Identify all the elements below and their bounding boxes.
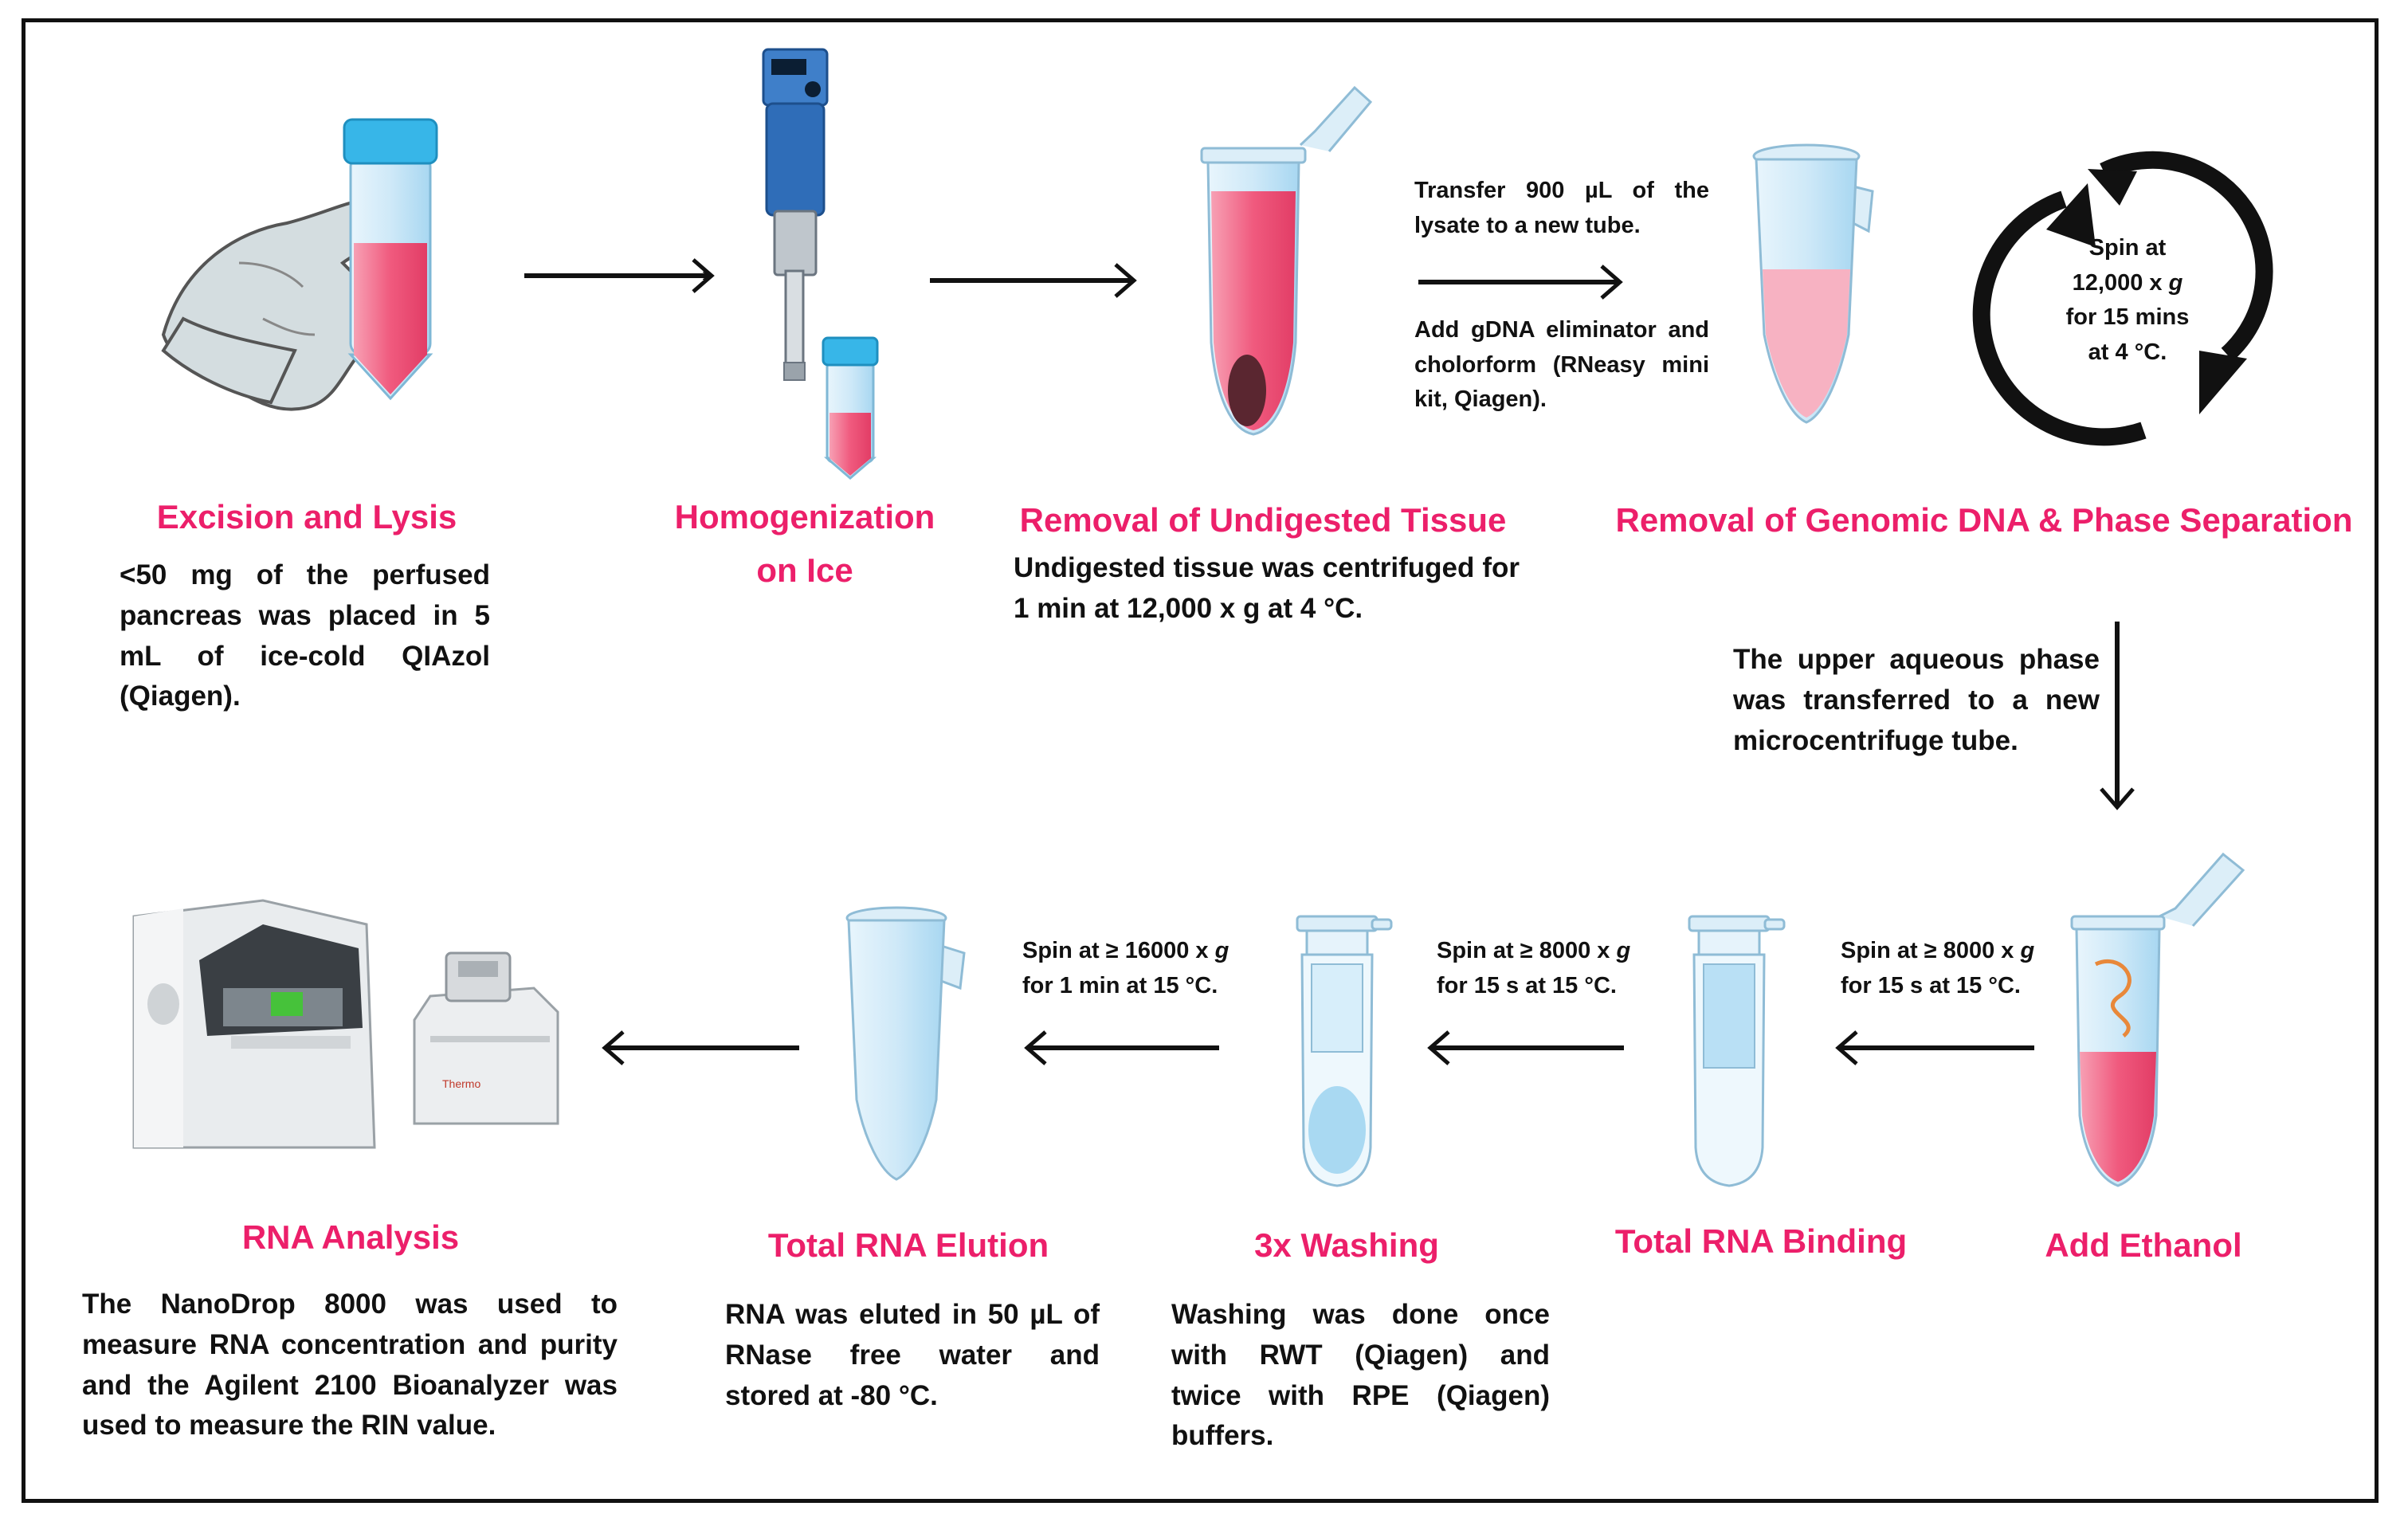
arrowhead-b2: [1427, 1030, 1450, 1065]
spin-main-line-2: 12,000 x g: [2040, 266, 2215, 301]
arrowhead-b4: [602, 1030, 625, 1065]
spin-washing-g: g: [1616, 938, 1631, 963]
spin-washing-line-1: Spin at ≥ 8000 x g: [1437, 934, 1660, 969]
spin-washing-line-2: for 15 s at 15 °C.: [1437, 972, 1617, 998]
arrowhead-b3: [1024, 1030, 1047, 1065]
desc-analysis: The NanoDrop 8000 was used to measure RN…: [82, 1289, 618, 1442]
bioanalyzer-icon: [132, 899, 376, 1149]
spin-cycle-icon: [1972, 151, 2273, 446]
spin-washing-speed: Spin at ≥ 8000 x: [1437, 938, 1617, 963]
spin-elution-g: g: [1214, 938, 1229, 963]
spin-main-line-1: Spin at: [2088, 235, 2167, 261]
spin-main-speed: 12,000 x: [2072, 269, 2169, 296]
spin-elution-note: Spin at ≥ 16000 x g for 1 min at 15 °C.: [1022, 934, 1261, 1003]
spin-binding-line-1: Spin at ≥ 8000 x g: [1841, 934, 2064, 969]
spin-main-note: Spin at 12,000 x g for 15 mins at 4 °C.: [2040, 231, 2215, 370]
spin-column-binding-icon: [1688, 915, 1786, 1187]
spin-main-g: g: [2168, 269, 2183, 296]
spin-binding-note: Spin at ≥ 8000 x g for 15 s at 15 °C.: [1841, 934, 2064, 1003]
falcon-tube-icon: [343, 118, 438, 401]
spin-binding-line-2: for 15 s at 15 °C.: [1841, 972, 2021, 998]
title-homogenization-line-1: Homogenization: [674, 498, 935, 535]
title-ethanol: Add Ethanol: [2045, 1226, 2242, 1264]
arrowhead-b1: [1835, 1030, 1858, 1065]
arrowhead-down: [2100, 787, 2135, 810]
small-falcon-tube-icon: [822, 336, 879, 480]
title-removal-tissue: Removal of Undigested Tissue: [1019, 501, 1507, 539]
title-homogenization-line-2: on Ice: [756, 551, 853, 589]
spin-binding-speed: Spin at ≥ 8000 x: [1841, 938, 2021, 963]
spin-elution-line-1: Spin at ≥ 16000 x g: [1022, 934, 1261, 969]
instrument-brand-label: Thermo: [442, 1077, 481, 1090]
title-binding: Total RNA Binding: [1614, 1222, 1908, 1260]
microtube-lysate-icon: [1752, 143, 1874, 424]
arrowhead-1: [692, 258, 715, 293]
spin-column-washing-icon: [1296, 915, 1393, 1187]
desc-removal-tissue: Undigested tissue was centrifuged for 1 …: [1014, 552, 1520, 624]
spin-elution-speed: Spin at ≥ 16000 x: [1022, 938, 1215, 963]
desc-elution: RNA was eluted in 50 µL of RNase free wa…: [725, 1299, 1100, 1411]
title-phase-separation: Removal of Genomic DNA & Phase Separatio…: [1615, 501, 2353, 539]
microtube-elution-icon: [845, 906, 966, 1181]
arrowhead-2: [1114, 263, 1137, 298]
title-washing: 3x Washing: [1254, 1226, 1439, 1264]
transfer-note: Transfer 900 µL of the lysate to a new t…: [1414, 178, 1709, 238]
spin-elution-line-2: for 1 min at 15 °C.: [1022, 972, 1218, 998]
title-elution: Total RNA Elution: [767, 1226, 1049, 1264]
nanodrop-icon: [413, 951, 559, 1125]
title-homogenization: Homogenization on Ice: [653, 496, 956, 591]
spin-main-line-4: at 4 °C.: [2088, 339, 2167, 365]
title-excision: Excision and Lysis: [156, 498, 457, 535]
title-analysis: RNA Analysis: [241, 1218, 460, 1256]
spin-washing-note: Spin at ≥ 8000 x g for 15 s at 15 °C.: [1437, 934, 1660, 1003]
microtube-pellet-icon: [1200, 85, 1373, 436]
spin-binding-g: g: [2020, 938, 2035, 963]
upper-phase-note: The upper aqueous phase was transferred …: [1733, 644, 2100, 756]
spin-main-line-3: for 15 mins: [2065, 304, 2190, 330]
desc-excision: <50 mg of the perfused pancreas was plac…: [120, 559, 490, 712]
arrowhead-3: [1600, 265, 1623, 300]
add-gdna-note: Add gDNA eliminator and cholorform (RNea…: [1414, 317, 1709, 412]
homogenizer-icon: [762, 48, 829, 381]
glove-thumb-icon: [161, 316, 297, 405]
desc-washing: Washing was done once with RWT (Qiagen) …: [1171, 1299, 1550, 1452]
microtube-ethanol-icon: [2070, 852, 2245, 1187]
